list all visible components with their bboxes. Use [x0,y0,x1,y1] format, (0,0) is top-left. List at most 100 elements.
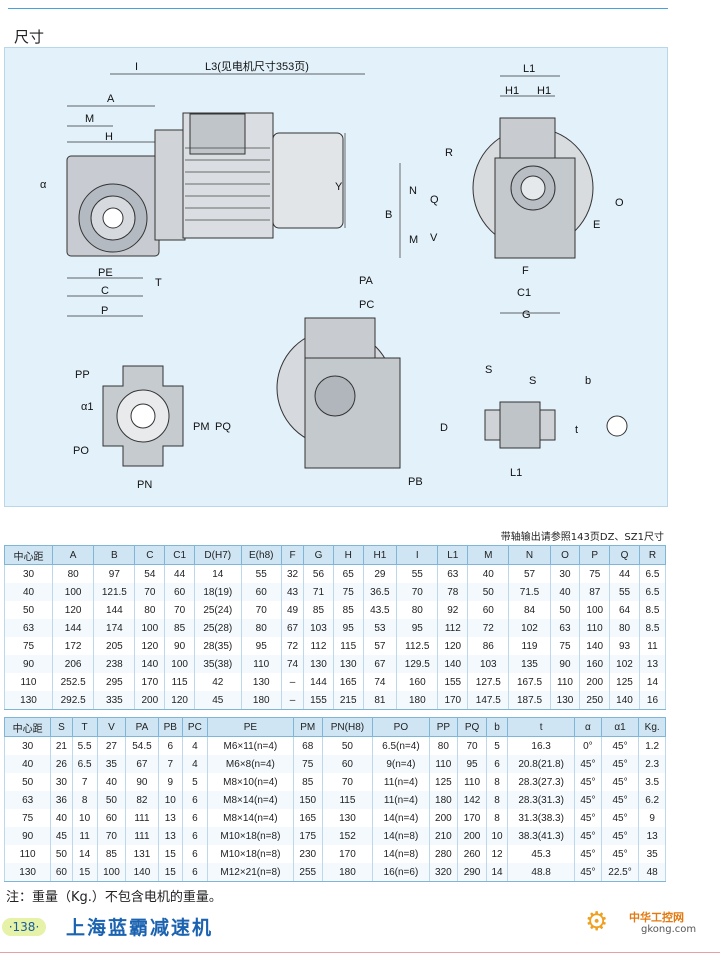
table-cell: 75 [579,564,611,583]
table-cell: 140 [134,655,166,673]
column-header: M [467,545,510,565]
table-cell: 45° [600,827,640,845]
table-cell: 1.2 [638,736,666,755]
table-cell: 48.8 [507,863,576,882]
table-cell: 150 [292,791,323,809]
dim-label: D [440,422,448,434]
table-cell: 0° [574,736,602,755]
table-cell: 44 [164,564,195,583]
column-header: C1 [164,545,195,565]
table-cell: 49 [280,601,305,619]
dim-label: t [575,424,578,436]
table-cell: 290 [457,863,487,882]
table-cell: 63 [3,619,54,637]
table-cell: 16 [638,691,667,710]
table-cell: 75 [332,583,364,601]
table-cell: 111 [125,827,159,845]
column-header: Kg. [638,717,666,737]
table-cell: 110 [3,673,54,691]
dim-label: PO [73,445,89,457]
table-cell: 45° [574,791,602,809]
table-cell: 8.5 [638,619,667,637]
table-cell: 6.5 [71,755,98,773]
table-cell: 50 [321,736,374,755]
table-cell: 27 [96,736,127,755]
dim-label: S [485,364,492,376]
table-cell: 320 [428,863,459,882]
column-header: α [574,717,602,737]
table-cell: 9 [157,773,183,791]
table-cell: 110 [579,619,611,637]
table-cell: 127.5 [467,673,510,691]
dim-label: I [135,61,138,73]
table-cell: M8×14(n=4) [206,791,294,809]
table-cell: 45.3 [507,845,576,863]
table-cell: 100 [96,863,127,882]
table-cell: 205 [93,637,136,655]
table-cell: 11 [638,637,667,655]
dim-label: F [522,265,529,277]
table-cell: 8.5 [638,601,667,619]
table-cell: 9 [638,809,666,827]
table-cell: 70 [396,583,439,601]
dim-label: C1 [517,287,531,299]
dim-label: L3(见电机尺寸353页) [205,59,309,73]
column-header: PA [125,717,159,737]
table-cell: 174 [93,619,136,637]
table-cell: 200 [134,691,166,710]
table-cell: 129.5 [396,655,439,673]
dim-label: PM [193,421,210,433]
dim-label: H1 [505,85,519,97]
table-cell: 35 [638,845,666,863]
column-header: PB [157,717,183,737]
table-cell: 165 [292,809,323,827]
table-cell: 67 [125,755,159,773]
column-header: P [579,545,611,565]
table-cell: 160 [579,655,611,673]
table-cell: 6.2 [638,791,666,809]
column-header: E(h8) [240,545,282,565]
table-cell: 95 [457,755,487,773]
table-cell: 170 [457,809,487,827]
dim-label: PA [359,275,374,287]
column-header: PC [181,717,208,737]
column-header: N [508,545,551,565]
front-view-reducer [472,117,594,259]
gkong-logo: ⚙ 中华工控网 gkong.com [585,905,715,945]
table-cell: 200 [457,827,487,845]
dim-label: Q [430,194,439,206]
table-cell: 125 [609,673,640,691]
table-cell: 5.5 [71,736,98,755]
side-view-reducer [66,112,344,257]
table-cell: 90 [3,827,52,845]
table-cell: 81 [362,691,398,710]
table-cell: 30 [3,564,54,583]
table-cell: 43.5 [362,601,398,619]
table-cell: M6×8(n=4) [206,755,294,773]
dim-label: PE [98,267,113,279]
table-cell: 16(n=6) [372,863,430,882]
table-cell: 11 [71,827,98,845]
table-cell: M12×21(n=8) [206,863,294,882]
table-cell: 40 [3,755,52,773]
table-cell: 170 [437,691,469,710]
table-cell: 70 [96,827,127,845]
table-cell: 238 [93,655,136,673]
table-cell: 6 [181,809,208,827]
dim-label: G [522,309,531,321]
table-cell: 160 [396,673,439,691]
table-cell: 120 [164,691,195,710]
dim-label: Y [335,181,343,193]
column-header: PP [428,717,459,737]
table-cell: 14(n=8) [372,827,430,845]
table-cell: 7 [157,755,183,773]
column-header: PN(H8) [321,717,374,737]
table-cell: 45° [600,736,640,755]
table-cell: 187.5 [508,691,551,710]
table-cell: 90 [549,655,581,673]
table-cell: 97 [93,564,136,583]
